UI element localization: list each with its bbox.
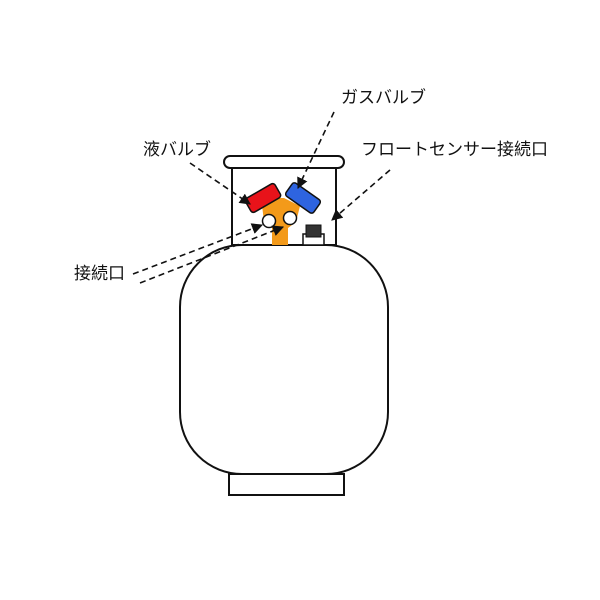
cylinder: [179, 155, 389, 496]
label-connection-port: 接続口: [74, 264, 125, 284]
valve-manifold: [261, 198, 300, 245]
label-liquid-valve: 液バルブ: [143, 140, 211, 160]
cylinder-body: [179, 244, 389, 475]
leader-gas-valve: [297, 111, 335, 190]
label-float-sensor-port: フロートセンサー接続口: [361, 140, 548, 160]
leader-lines: [132, 111, 391, 284]
guard-rim: [223, 155, 345, 169]
connection-port-left: [261, 213, 277, 229]
leader-connection-port-1: [132, 223, 264, 275]
cylinder-base: [228, 473, 345, 496]
label-gas-valve: ガスバルブ: [341, 88, 426, 108]
float-sensor-cap: [305, 224, 322, 238]
gas-valve: [284, 182, 322, 214]
leader-float-sensor: [331, 169, 391, 221]
connection-port-right: [282, 210, 298, 226]
liquid-valve: [244, 182, 282, 214]
leader-connection-port-2: [139, 225, 285, 284]
float-sensor-port: [302, 224, 325, 246]
leader-liquid-valve: [189, 162, 251, 205]
